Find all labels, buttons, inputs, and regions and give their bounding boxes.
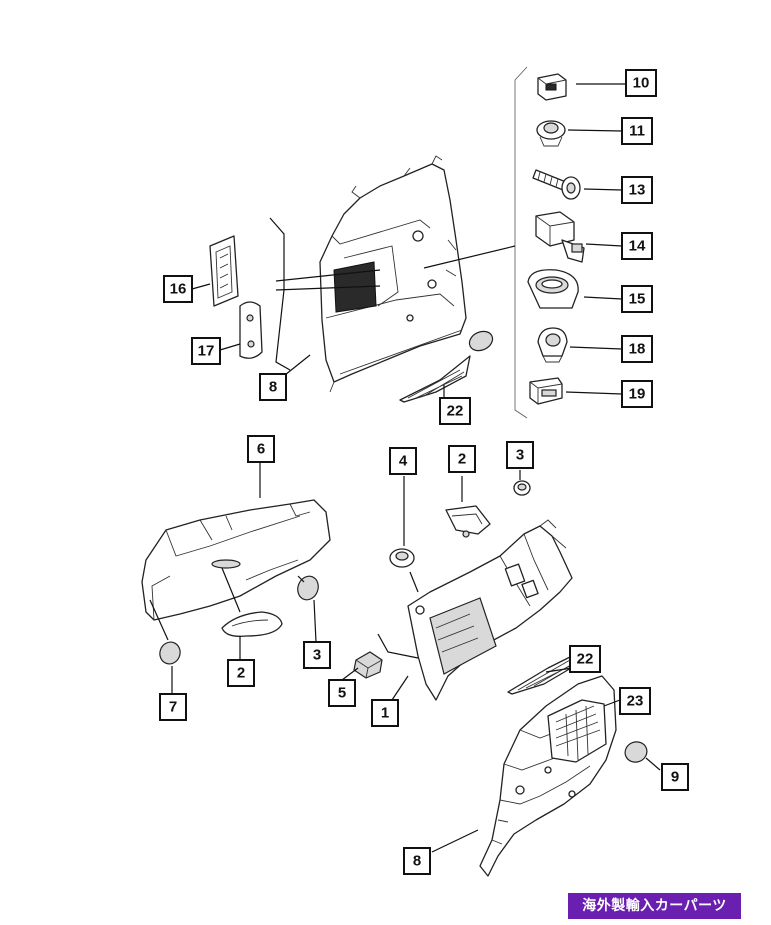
callout-18-label: 18 (629, 341, 646, 358)
callout-7: 7 (159, 693, 187, 721)
callout-1: 1 (371, 699, 399, 727)
callout-19-label: 19 (629, 386, 646, 403)
part-7-cap (159, 641, 181, 665)
callout-7-label: 7 (169, 699, 177, 716)
upper-quarter-trim-panel (319, 155, 467, 393)
part-3-cap-left (297, 575, 319, 601)
watermark-badge: 海外製輸入カーパーツ (568, 893, 741, 919)
part-4-clip (389, 548, 415, 568)
part-5-switch (353, 651, 383, 679)
callout-1-label: 1 (381, 705, 389, 722)
callout-22-upper-label: 22 (447, 403, 464, 420)
part-6-lower-trim (141, 499, 331, 621)
part-11-push-pin (536, 120, 566, 147)
part-19-clip (529, 377, 563, 405)
callout-2-center: 2 (448, 445, 476, 473)
callout-13: 13 (621, 176, 653, 204)
callout-17-label: 17 (198, 343, 215, 360)
part-3-cap-top (513, 480, 531, 496)
speaker-cover-upper (468, 330, 494, 352)
part-14-connector (535, 211, 585, 263)
part-1-quarter-trim-lower (407, 519, 573, 701)
callout-22-upper: 22 (439, 397, 471, 425)
callout-22-lower: 22 (569, 645, 601, 673)
callout-10-label: 10 (633, 75, 650, 92)
callout-17: 17 (191, 337, 221, 365)
callout-23: 23 (619, 687, 651, 715)
callout-4: 4 (389, 447, 417, 475)
callout-6-label: 6 (257, 441, 265, 458)
callout-23-label: 23 (627, 693, 644, 710)
callout-6: 6 (247, 435, 275, 463)
part-16-grille (209, 235, 239, 307)
callout-8-upper-label: 8 (269, 379, 277, 396)
part-10-clip (537, 73, 567, 101)
callout-8-upper: 8 (259, 373, 287, 401)
part-22-grille-upper (399, 355, 471, 403)
part-18-retainer (537, 327, 568, 363)
part-15-grommet (527, 269, 579, 309)
callout-15-label: 15 (629, 291, 646, 308)
callout-4-label: 4 (399, 453, 408, 470)
callout-11-label: 11 (629, 123, 645, 140)
callout-13-label: 13 (629, 182, 646, 199)
part-17-cover (239, 301, 263, 359)
part-23-speaker-box (547, 699, 607, 763)
callout-15: 15 (621, 285, 653, 313)
callout-8-lower-label: 8 (413, 853, 421, 870)
callout-18: 18 (621, 335, 653, 363)
callout-16: 16 (163, 275, 193, 303)
callout-14: 14 (621, 232, 653, 260)
callout-2-left: 2 (227, 659, 255, 687)
callout-14-label: 14 (629, 238, 646, 255)
part-9-speaker-cover (624, 741, 648, 763)
callout-3-top-label: 3 (516, 447, 524, 464)
callout-11: 11 (621, 117, 653, 145)
callout-9-label: 9 (671, 769, 679, 786)
callout-3-top: 3 (506, 441, 534, 469)
callout-2-center-label: 2 (458, 451, 466, 468)
part-2-bezel-left (221, 611, 283, 637)
part-2-bezel-center (445, 505, 491, 538)
hardware-group-bracket (514, 66, 528, 419)
callout-3-left-label: 3 (313, 647, 321, 664)
callout-8-lower: 8 (403, 847, 431, 875)
callout-5-label: 5 (338, 685, 346, 702)
callout-3-left: 3 (303, 641, 331, 669)
callout-19: 19 (621, 380, 653, 408)
part-13-screw (532, 169, 581, 200)
callout-5: 5 (328, 679, 356, 707)
callout-9: 9 (661, 763, 689, 791)
callout-16-label: 16 (170, 281, 187, 298)
callout-22-lower-label: 22 (577, 651, 594, 668)
callout-2-left-label: 2 (237, 665, 245, 682)
callout-10: 10 (625, 69, 657, 97)
